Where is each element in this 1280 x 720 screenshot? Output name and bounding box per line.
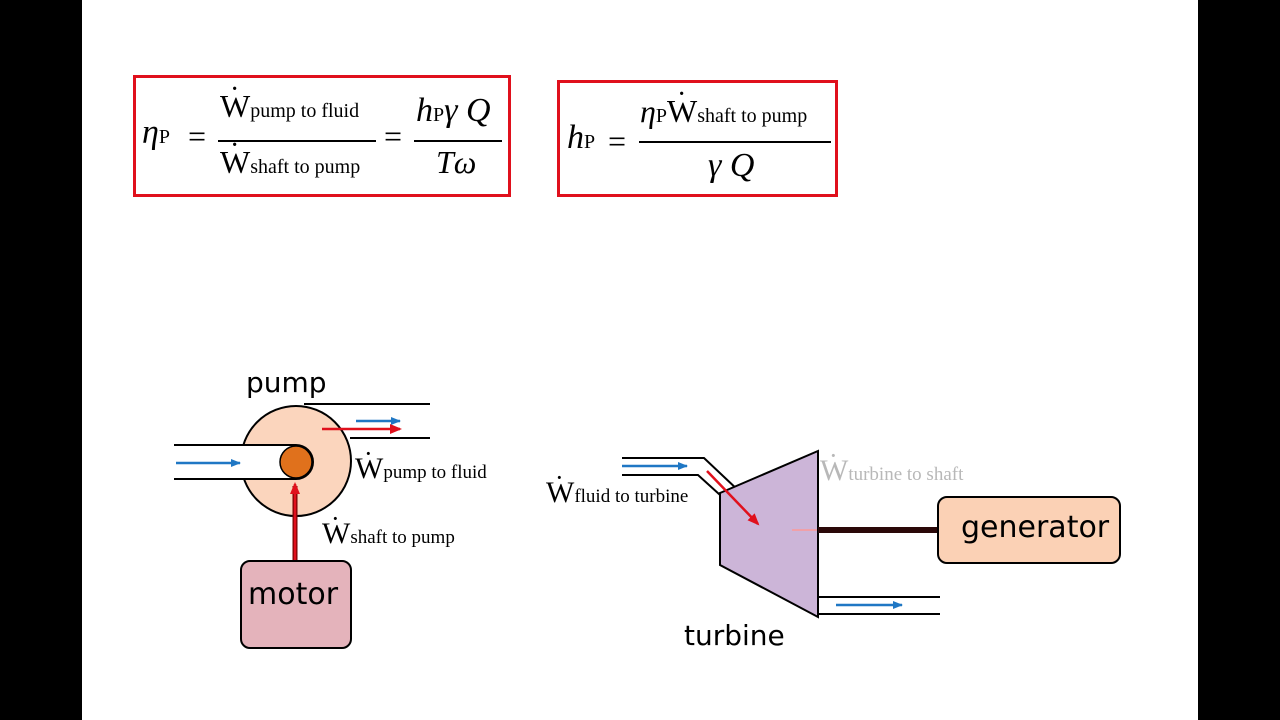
- pump-assembly: [174, 403, 430, 649]
- pump-head-equation-box: hP = ηP·Wshaft to pump γ Q: [557, 79, 838, 197]
- w-turbine-to-shaft-label: ·Wturbine to shaft: [820, 441, 964, 487]
- w-fluid-to-turbine-label: ·Wfluid to turbine: [546, 463, 689, 509]
- pump-efficiency-equation-box: ηP = ·Wpump to fluid ·Wshaft to pump = h…: [133, 74, 511, 197]
- numerator-w-pump-to-fluid: ·Wpump to fluid: [220, 74, 360, 124]
- numerator-eta-w-shaft-to-pump: ηP·Wshaft to pump: [640, 79, 808, 129]
- motor-label: motor: [248, 577, 339, 612]
- turbine-body: [719, 449, 819, 619]
- motor-box: [240, 560, 352, 649]
- efficiency-symbol: ηP: [142, 114, 170, 151]
- rhs-numerator: hPγ Q: [416, 92, 491, 129]
- fraction-bar-3: [639, 141, 831, 143]
- fraction-bar-2: [414, 140, 502, 142]
- equals-sign-2: =: [384, 118, 403, 154]
- pump-impeller: [279, 445, 313, 479]
- w-pump-to-fluid-label: ·Wpump to fluid: [355, 439, 487, 485]
- slide: ηP = ·Wpump to fluid ·Wshaft to pump = h…: [82, 0, 1198, 720]
- pump-label: pump: [246, 366, 327, 399]
- denominator-gamma-q: γ Q: [708, 147, 755, 184]
- turbine-assembly: [622, 449, 1121, 619]
- diagram-canvas: [174, 403, 1121, 649]
- head-symbol: hP: [567, 119, 596, 156]
- fluid-to-turbine-power-arrow: [706, 470, 760, 526]
- turbine-label: turbine: [684, 619, 785, 652]
- equals-sign-1: =: [188, 118, 207, 154]
- equals-sign-3: =: [608, 123, 627, 159]
- rhs-denominator: Tω: [436, 144, 477, 180]
- denominator-w-shaft-to-pump: ·Wshaft to pump: [220, 130, 361, 180]
- w-shaft-to-pump-label: ·Wshaft to pump: [322, 504, 455, 550]
- generator-box: [937, 496, 1121, 564]
- generator-label: generator: [961, 510, 1110, 545]
- fraction-bar-1: [218, 140, 376, 142]
